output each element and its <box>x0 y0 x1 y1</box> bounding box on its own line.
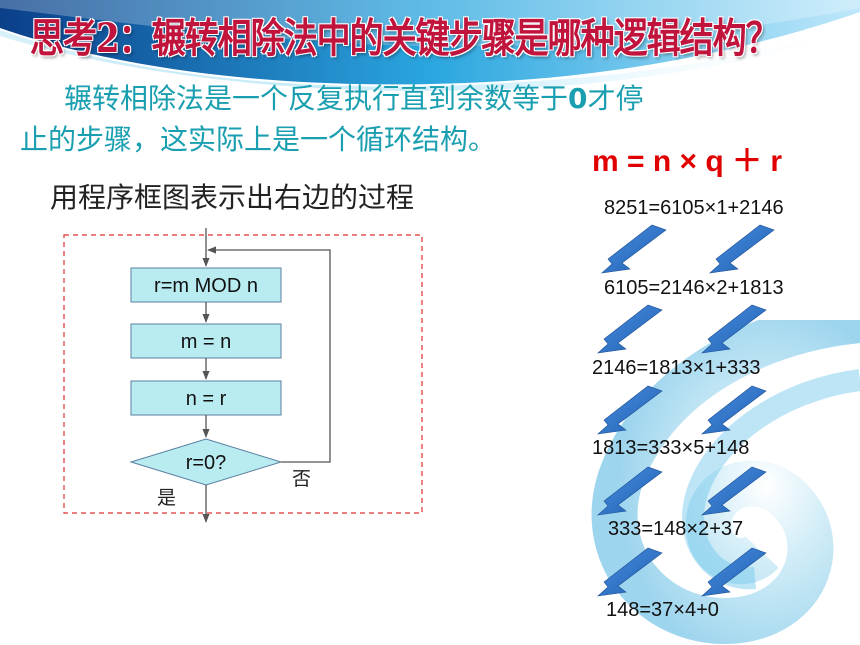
arrow-row2-left <box>597 304 663 354</box>
decision-label: r=0? <box>186 452 227 474</box>
loop-back-connector <box>207 246 331 463</box>
intro-zero: 0 <box>568 82 588 115</box>
flowchart-subtitle: 用程序框图表示出右边的过程 <box>50 181 415 214</box>
no-branch-label: 否 <box>292 468 311 490</box>
arrow-row1-right <box>709 224 775 274</box>
step-equation-5: 333=148×2+37 <box>608 518 744 540</box>
dashed-frame <box>63 234 423 514</box>
step-equation-3: 2146=1813×1+333 <box>592 357 761 379</box>
arrow-row4-left <box>597 466 663 516</box>
process-box-mod-label: r=m MOD n <box>154 275 258 297</box>
intro-paragraph: 辗转相除法是一个反复执行直到余数等于0才停 止的步骤，这实际上是一个循环结构。 <box>20 78 780 160</box>
intro-line-1: 辗转相除法是一个反复执行直到余数等于0才停 <box>64 82 644 115</box>
division-formula: m = n × q ＋ r <box>592 145 783 178</box>
arrow-row5-left <box>597 547 663 597</box>
process-box-n-equals-r-label: n = r <box>186 388 227 410</box>
step-equation-4: 1813=333×5+148 <box>592 437 750 459</box>
process-box-m-equals-n-label: m = n <box>181 331 232 353</box>
arrow-row1-left <box>601 224 667 274</box>
arrow-row5-right <box>701 547 767 597</box>
step-equation-6: 148=37×4+0 <box>606 599 719 621</box>
slide-title: 思考2：辗转相除法中的关键步骤是哪种逻辑结构？ <box>30 15 780 63</box>
process-box-mod <box>130 267 282 303</box>
step-equation-2: 6105=2146×2+1813 <box>604 277 784 299</box>
intro-line-2: 止的步骤，这实际上是一个循环结构。 <box>20 123 497 156</box>
step-equation-1: 8251=6105×1+2146 <box>604 197 784 219</box>
arrow-row2-right <box>701 304 767 354</box>
arrow-row3-left <box>597 385 663 435</box>
arrow-row3-right <box>701 385 767 435</box>
arrow-row4-right <box>701 466 767 516</box>
yes-branch-label: 是 <box>157 487 176 509</box>
